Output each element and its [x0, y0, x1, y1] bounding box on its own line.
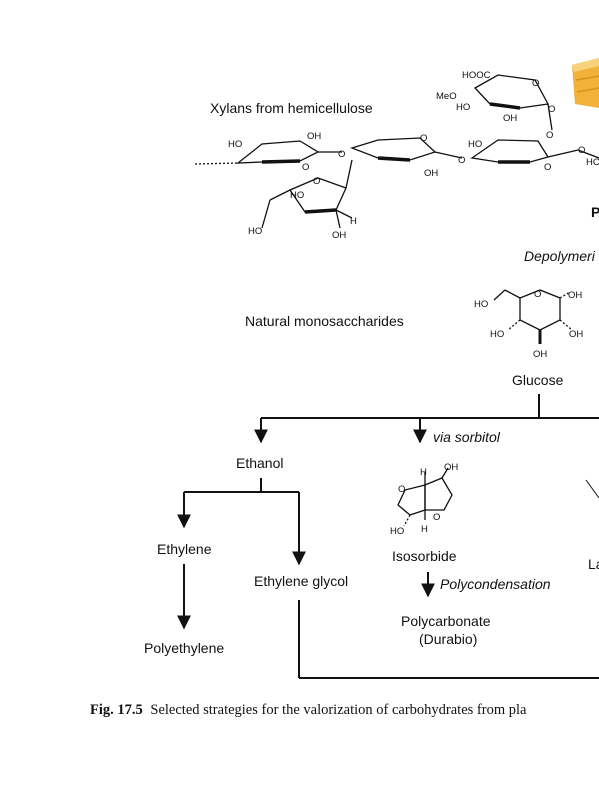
svg-text:HO: HO	[490, 329, 504, 340]
svg-text:HOOC: HOOC	[462, 70, 491, 81]
svg-text:O: O	[420, 133, 427, 144]
figure-number: Fig. 17.5	[90, 702, 143, 718]
svg-text:OH: OH	[503, 113, 517, 124]
natural-monosaccharides-label: Natural monosaccharides	[245, 313, 404, 329]
svg-text:O: O	[546, 130, 553, 141]
polyethylene-label: Polyethylene	[144, 640, 225, 656]
durabio-label: (Durabio)	[419, 631, 478, 647]
glucose-label: Glucose	[512, 372, 564, 388]
svg-text:O: O	[302, 162, 309, 173]
svg-text:OH: OH	[307, 131, 321, 142]
svg-text:HO: HO	[468, 139, 482, 150]
svg-text:OH: OH	[444, 462, 458, 473]
xylans-label: Xylans from hemicellulose	[210, 100, 373, 116]
via-sorbitol-label: via sorbitol	[433, 429, 500, 445]
wood-photo-fragment	[572, 58, 599, 108]
polycarbonate-label: Polycarbonate	[401, 613, 491, 629]
svg-text:HO: HO	[228, 139, 242, 150]
svg-text:OH: OH	[424, 168, 438, 179]
polycondensation-label: Polycondensation	[440, 576, 551, 592]
svg-text:O: O	[398, 484, 405, 495]
isosorbide-structure	[397, 467, 453, 527]
svg-text:HO: HO	[290, 190, 304, 201]
svg-text:H: H	[421, 524, 428, 535]
svg-text:O: O	[544, 162, 551, 173]
svg-text:H: H	[350, 216, 357, 227]
svg-text:O: O	[458, 155, 465, 166]
figure-caption-text: Selected strategies for the valorization…	[150, 702, 527, 718]
svg-text:HO: HO	[248, 226, 262, 237]
glucose-structure	[493, 289, 573, 344]
svg-text:O: O	[548, 104, 555, 115]
svg-text:OH: OH	[533, 349, 547, 360]
figure-caption: Fig. 17.5 Selected strategies for the va…	[90, 702, 526, 719]
atom-labels: HOOC MeO HO OH O O O HO OH O O O OH O HO…	[228, 70, 599, 537]
svg-text:O: O	[338, 149, 345, 160]
cut-label-la: La	[588, 556, 599, 572]
svg-text:HO: HO	[390, 526, 404, 537]
svg-text:OH: OH	[568, 290, 582, 301]
svg-text:O: O	[313, 176, 320, 187]
svg-text:O: O	[532, 78, 539, 89]
svg-text:HO: HO	[456, 102, 470, 113]
svg-text:OH: OH	[332, 230, 346, 241]
svg-text:MeO: MeO	[436, 91, 457, 102]
isosorbide-label: Isosorbide	[392, 548, 457, 564]
svg-text:HC: HC	[586, 157, 599, 168]
svg-text:O: O	[534, 289, 541, 300]
ethanol-label: Ethanol	[236, 455, 284, 471]
svg-text:OH: OH	[569, 329, 583, 340]
svg-text:H: H	[420, 467, 427, 478]
flow-lines	[177, 394, 599, 679]
depolymerization-label: Depolymeri	[524, 248, 595, 264]
svg-text:O: O	[578, 145, 585, 156]
svg-text:HO: HO	[474, 299, 488, 310]
cut-label-p: P	[591, 204, 599, 220]
svg-text:O: O	[433, 512, 440, 523]
ethylene-glycol-label: Ethylene glycol	[254, 573, 349, 589]
xylan-structure	[194, 74, 599, 229]
ethylene-label: Ethylene	[157, 541, 212, 557]
